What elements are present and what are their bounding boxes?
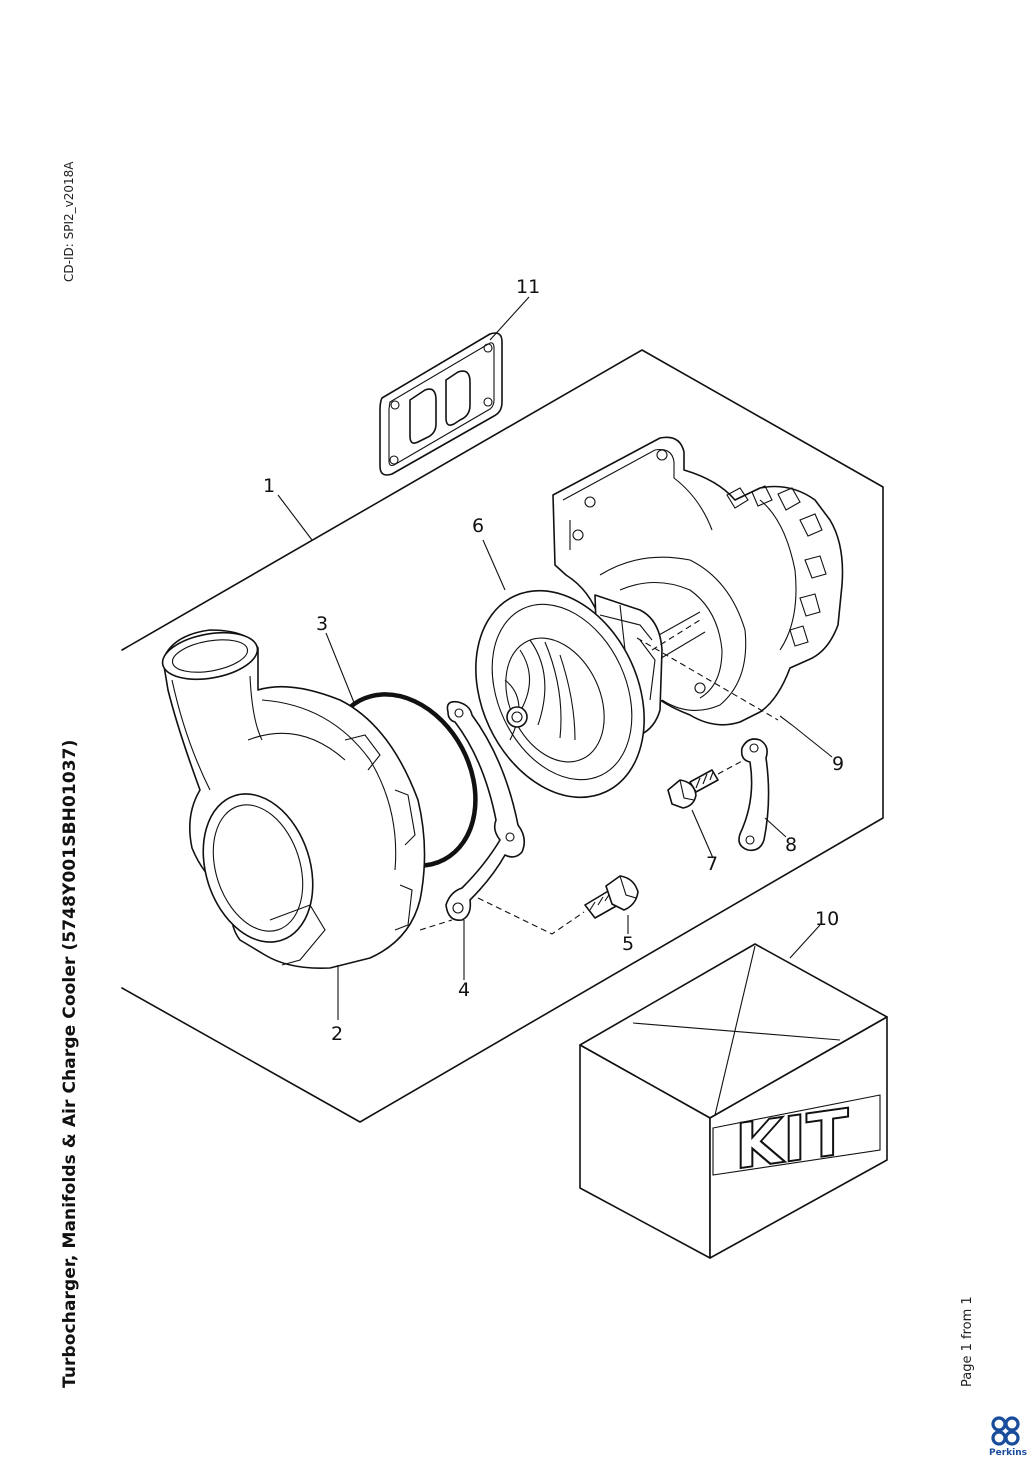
callout-6: 6 <box>472 515 484 537</box>
callout-2: 2 <box>331 1023 343 1045</box>
callout-3: 3 <box>316 613 328 635</box>
callout-1: 1 <box>263 475 275 497</box>
kit-box-part-10: KIT <box>579 943 888 1259</box>
gasket-part-11 <box>379 332 503 476</box>
clamp-plate-part-4 <box>445 700 526 922</box>
perkins-logo-text: Perkins <box>989 1448 1027 1458</box>
callout-7: 7 <box>706 853 718 875</box>
callout-numbers: 11 1 6 3 9 8 7 5 4 2 10 <box>263 276 844 1045</box>
callout-9: 9 <box>832 753 844 775</box>
bolt-part-7 <box>667 759 745 809</box>
callout-4: 4 <box>458 979 470 1001</box>
callout-5: 5 <box>622 933 634 955</box>
perkins-logo-icon <box>991 1416 1020 1446</box>
leader-lines <box>277 296 833 1020</box>
callout-11: 11 <box>516 276 540 298</box>
kit-label: KIT <box>735 1095 849 1184</box>
callout-10: 10 <box>815 908 839 930</box>
bolt-part-5 <box>477 875 639 935</box>
compressor-housing-part-2 <box>161 629 453 970</box>
lock-plate-part-8 <box>738 738 770 852</box>
cartridge-assembly-part-6 <box>475 589 663 799</box>
callout-8: 8 <box>785 834 797 856</box>
assembly-boundary <box>121 349 884 1123</box>
